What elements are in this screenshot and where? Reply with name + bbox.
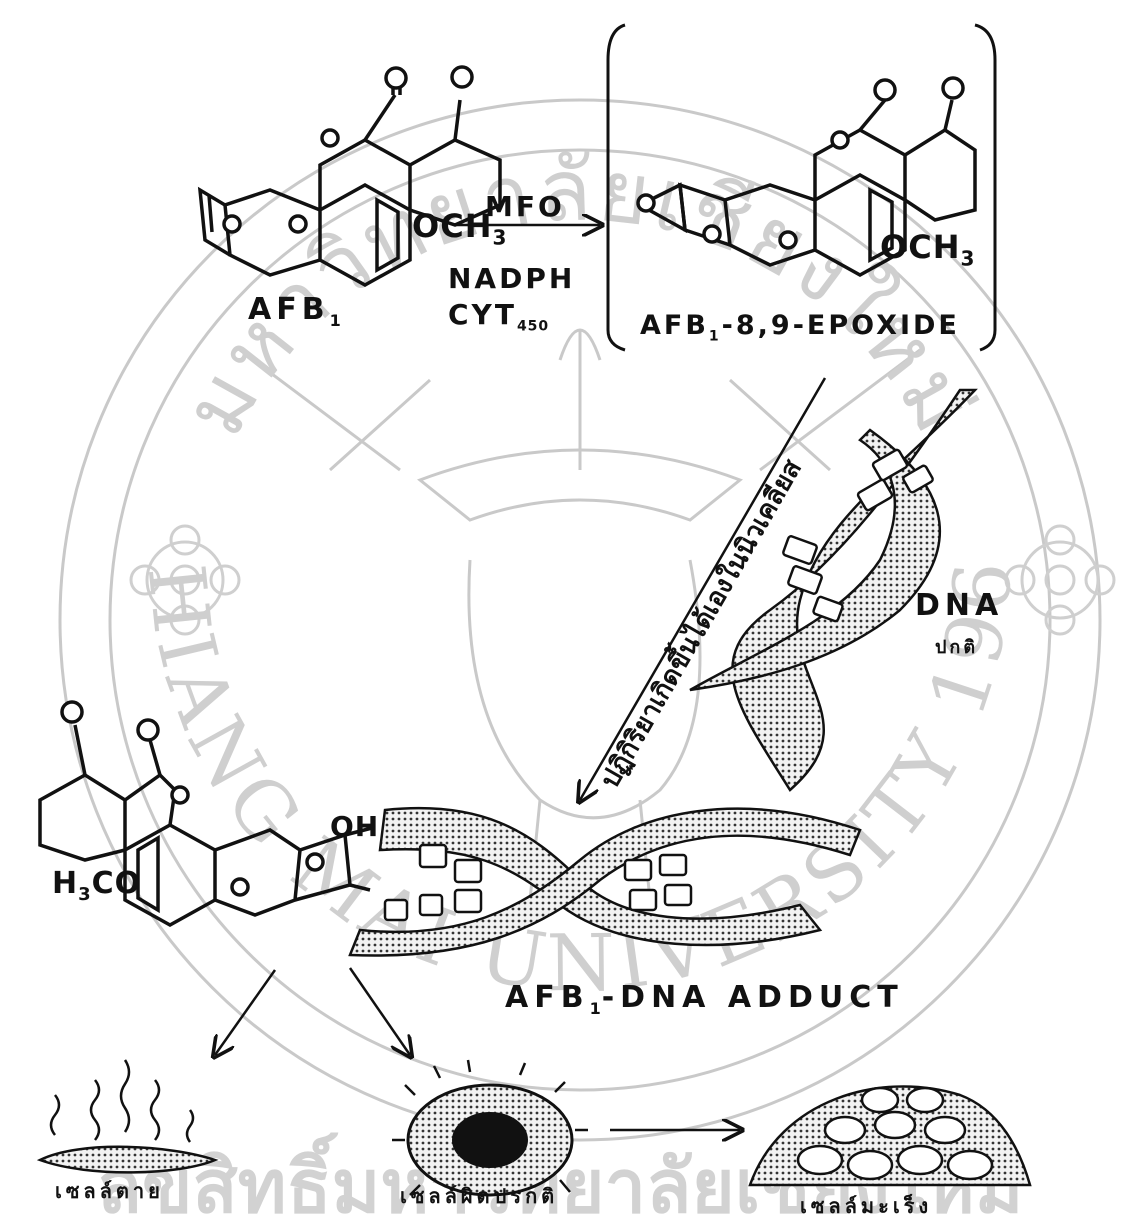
abnormal-cell-label: เซลล์ผิดปรกติ [400, 1180, 558, 1212]
cancer-cell-label: เซลล์มะเร็ง [800, 1190, 932, 1222]
och3-right-label: OCH3 [880, 228, 975, 270]
mfo-label: MFO [485, 190, 565, 223]
dna-normal-label: ปกติ [935, 632, 978, 661]
afb1-label: AFB1 [248, 292, 346, 330]
adduct-label: AFB1-DNA ADDUCT [505, 980, 904, 1018]
h3co-label: H3CO [52, 866, 141, 905]
nadph-label: NADPH [448, 262, 575, 295]
oh-label: OH [330, 810, 379, 843]
arrow-to-abnormal-cell [350, 968, 410, 1055]
dead-cell-label: เซลล์ตาย [55, 1175, 164, 1207]
arrow-to-dead-cell [215, 970, 275, 1055]
epoxide-label: AFB1-8,9-EPOXIDE [640, 310, 960, 344]
dna-label: DNA [915, 588, 1003, 623]
dead-cell-illustration [40, 1060, 215, 1172]
cancer-cells-illustration [750, 1086, 1030, 1185]
cyt450-label: CYT450 [448, 298, 549, 335]
